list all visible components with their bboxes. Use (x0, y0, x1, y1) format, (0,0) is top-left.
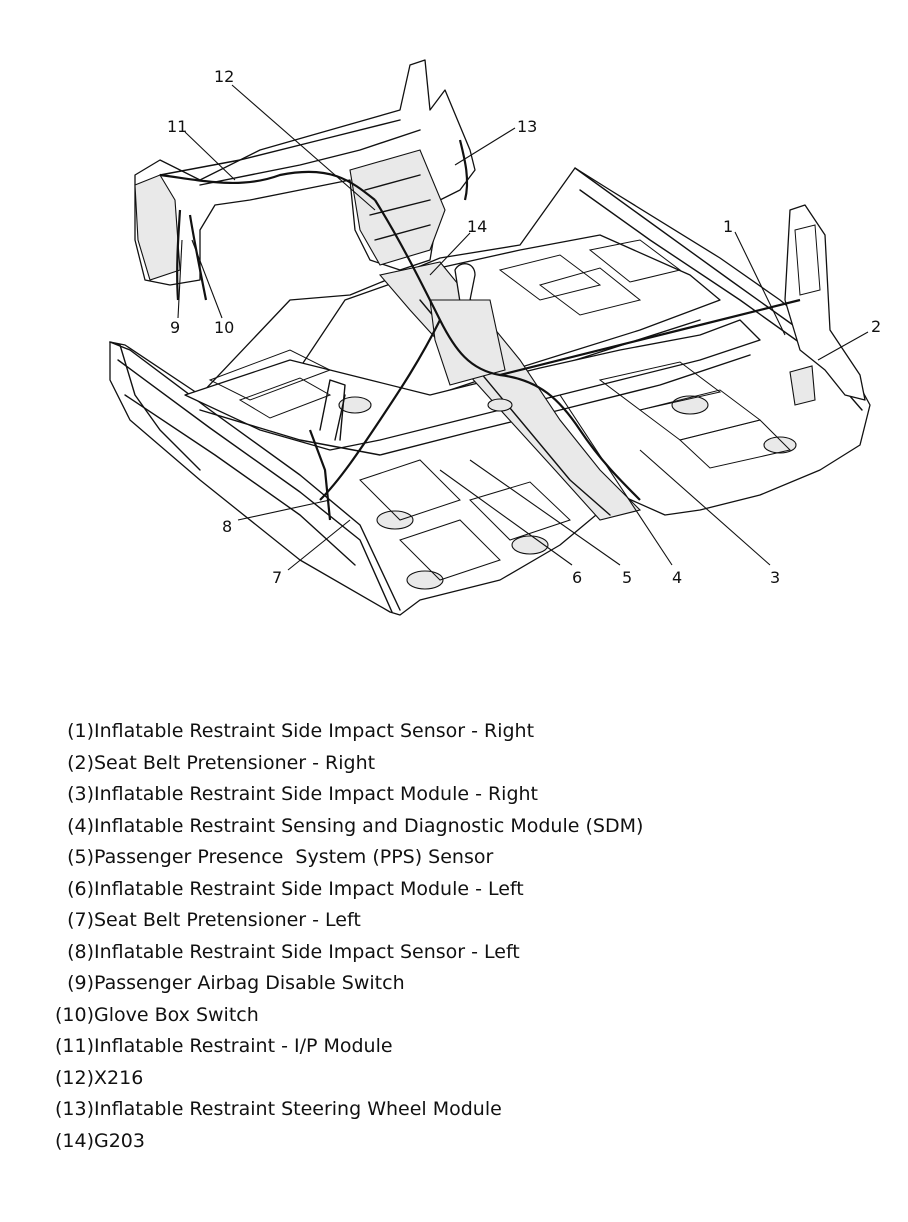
legend-item: (1)Inflatable Restraint Side Impact Sens… (44, 716, 864, 748)
legend-text: Passenger Airbag Disable Switch (94, 972, 405, 994)
legend-item: (6)Inflatable Restraint Side Impact Modu… (44, 874, 864, 906)
legend-text: Glove Box Switch (94, 1003, 259, 1026)
legend-item: (2)Seat Belt Pretensioner - Right (44, 748, 864, 780)
legend-text: Inflatable Restraint - I/P Module (94, 1035, 393, 1057)
callout-3: 3 (770, 568, 780, 587)
legend-number: (9) (67, 972, 94, 994)
callout-11: 11 (167, 117, 187, 136)
legend-number: (5) (67, 846, 94, 868)
component-legend: (1)Inflatable Restraint Side Impact Sens… (44, 716, 864, 1157)
callout-14: 14 (467, 217, 487, 236)
vehicle-floor-airbag-diagram: 1 2 3 4 5 6 7 8 9 10 11 12 13 14 (109, 59, 881, 616)
legend-number: (14) (54, 1129, 94, 1152)
callout-12: 12 (214, 67, 234, 86)
legend-item: (8)Inflatable Restraint Side Impact Sens… (44, 937, 864, 969)
legend-item: (5)Passenger Presence System (PPS) Senso… (44, 842, 864, 874)
callout-7: 7 (272, 568, 282, 587)
legend-number: (7) (67, 909, 94, 931)
callout-13: 13 (517, 117, 537, 136)
legend-number: (2) (67, 751, 94, 774)
legend-text: X216 (94, 1066, 144, 1089)
callout-1: 1 (723, 217, 733, 236)
legend-text: G203 (94, 1129, 145, 1152)
legend-text: Seat Belt Pretensioner - Right (94, 751, 376, 774)
legend-number: (3) (67, 783, 94, 805)
legend-item: (12)X216 (44, 1063, 864, 1095)
legend-item: (11)Inflatable Restraint - I/P Module (44, 1031, 864, 1063)
callout-6: 6 (572, 568, 582, 587)
legend-number: (6) (67, 877, 94, 900)
legend-item: (7)Seat Belt Pretensioner - Left (44, 905, 864, 937)
legend-text: Inflatable Restraint Side Impact Module … (94, 877, 524, 900)
legend-number: (13) (54, 1098, 94, 1120)
legend-number: (8) (67, 940, 94, 963)
legend-item: (13)Inflatable Restraint Steering Wheel … (44, 1094, 864, 1126)
callout-8: 8 (222, 517, 232, 536)
diagram-drawing: 1 2 3 4 5 6 7 8 9 10 11 12 13 14 (109, 59, 881, 616)
legend-item: (4)Inflatable Restraint Sensing and Diag… (44, 811, 864, 843)
legend-item: (3)Inflatable Restraint Side Impact Modu… (44, 779, 864, 811)
leader-lines (177, 84, 869, 571)
legend-number: (1) (67, 720, 94, 742)
legend-number: (4) (67, 814, 94, 837)
legend-text: Passenger Presence System (PPS) Sensor (94, 846, 494, 868)
legend-number: (10) (54, 1003, 94, 1026)
callout-5: 5 (622, 568, 632, 587)
legend-text: Inflatable Restraint Side Impact Sensor … (94, 940, 520, 963)
callout-10: 10 (214, 318, 234, 337)
callout-4: 4 (672, 568, 682, 587)
callouts: 1 2 3 4 5 6 7 8 9 10 11 12 13 14 (167, 67, 881, 587)
legend-number: (12) (54, 1066, 94, 1089)
legend-text: Inflatable Restraint Side Impact Module … (94, 783, 539, 805)
legend-text: Inflatable Restraint Sensing and Diagnos… (94, 814, 644, 837)
legend-number: (11) (54, 1035, 94, 1057)
floor-pan (109, 167, 871, 616)
legend-item: (14)G203 (44, 1126, 864, 1158)
callout-2: 2 (871, 317, 881, 336)
legend-text: Inflatable Restraint Side Impact Sensor … (94, 720, 535, 742)
legend-text: Seat Belt Pretensioner - Left (94, 909, 361, 931)
legend-item: (10)Glove Box Switch (44, 1000, 864, 1032)
airbag-harness (159, 139, 801, 521)
callout-9: 9 (170, 318, 180, 337)
legend-item: (9)Passenger Airbag Disable Switch (44, 968, 864, 1000)
legend-text: Inflatable Restraint Steering Wheel Modu… (94, 1098, 502, 1120)
